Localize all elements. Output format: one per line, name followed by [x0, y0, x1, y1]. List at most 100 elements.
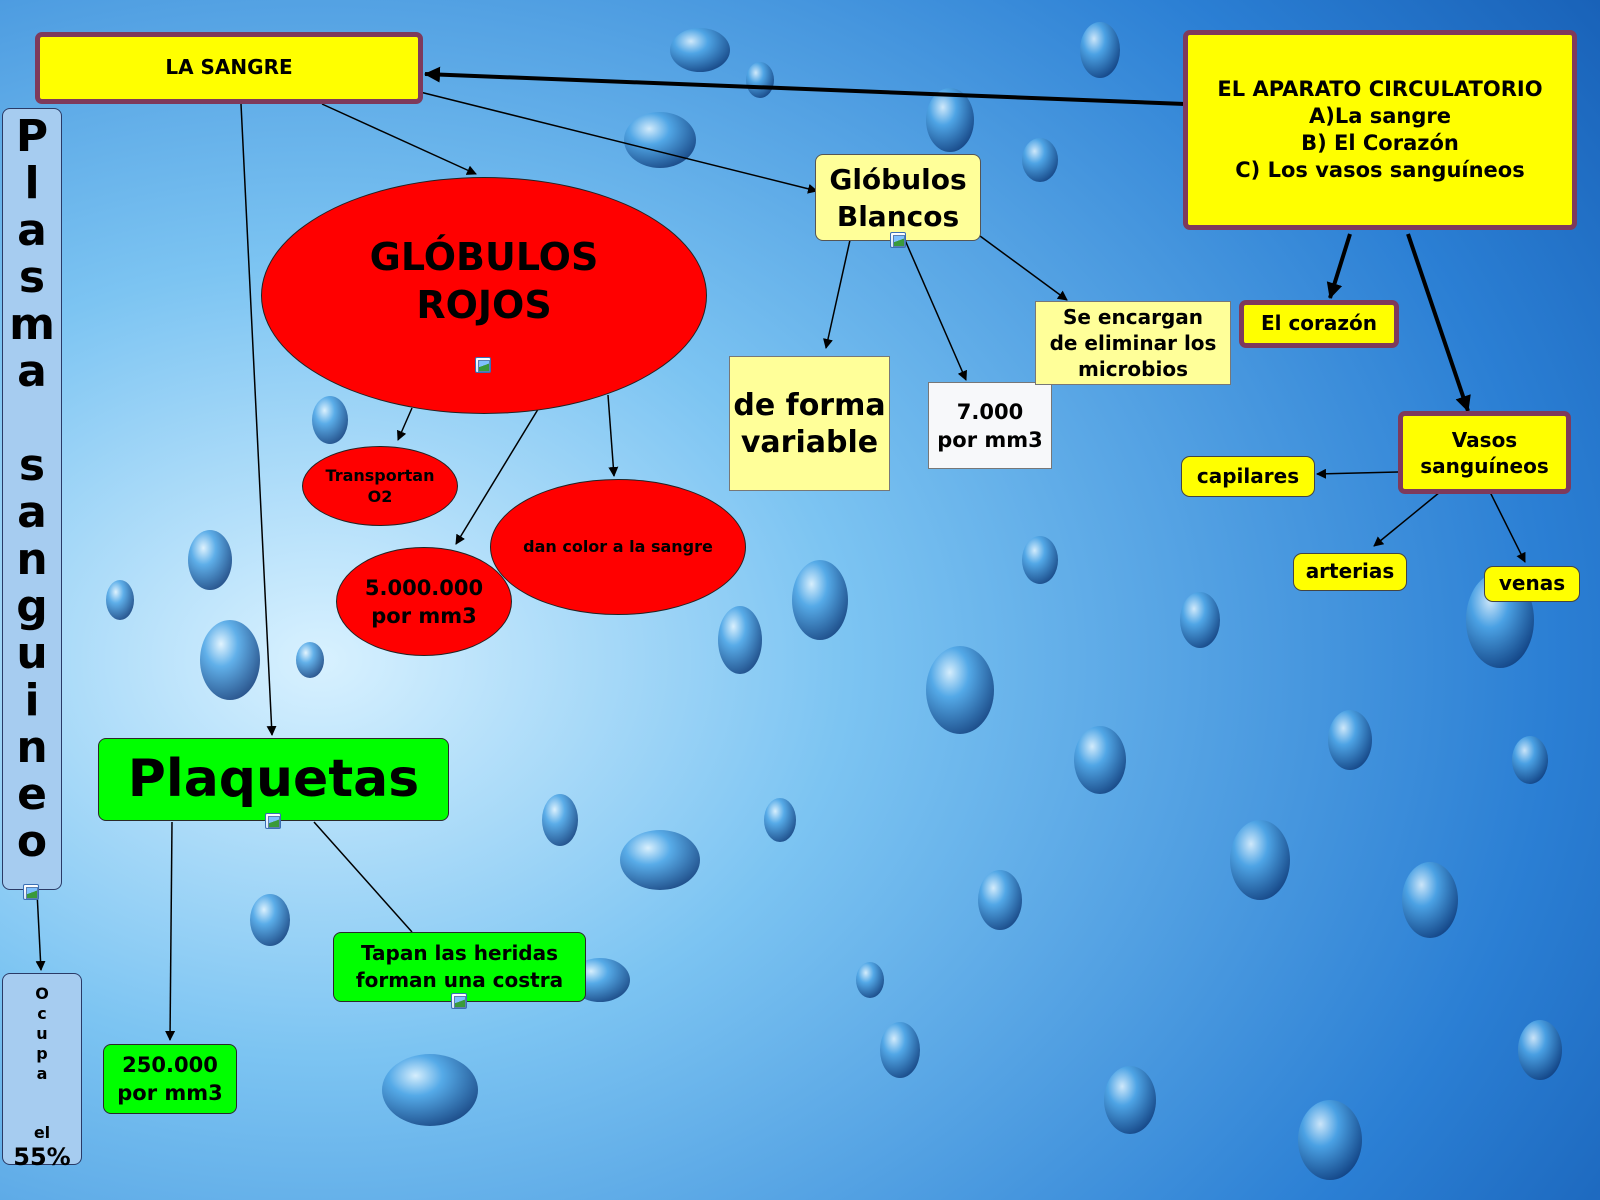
- arrow-plasma-to-ocupa: [35, 891, 46, 971]
- encargan-line-1: Se encargan: [1063, 305, 1203, 329]
- vasos-sanguineos-node[interactable]: Vasos sanguíneos: [1398, 411, 1571, 494]
- ocupa-letter: p: [36, 1044, 48, 1063]
- water-drop: [1022, 138, 1058, 182]
- globulos-rojos-node[interactable]: GLÓBULOS ROJOS: [261, 177, 707, 414]
- plaq-count-line-2: por mm3: [117, 1081, 223, 1105]
- arrow-sangre-to-blancos: [419, 91, 818, 194]
- blancos-count-line-1: 7.000: [956, 399, 1024, 424]
- arrow-vasos-to-capilares: [1316, 468, 1399, 479]
- water-drop: [792, 560, 848, 640]
- plasma-letter: P: [15, 111, 49, 162]
- arrow-plaquetas-to-count: [165, 821, 176, 1041]
- water-drop: [926, 88, 974, 152]
- image-attachment-icon[interactable]: [265, 813, 281, 829]
- water-drop: [620, 830, 700, 890]
- arrow-rojos-to-count: [455, 405, 541, 545]
- transportan-node[interactable]: Transportan O2: [302, 446, 458, 526]
- tapan-line-1: Tapan las heridas: [360, 941, 559, 965]
- image-attachment-icon[interactable]: [890, 232, 906, 248]
- water-drop: [1402, 862, 1458, 938]
- eliminar-microbios-node[interactable]: Se encargan de eliminar los microbios: [1035, 301, 1231, 385]
- arrow-rojos-to-transportan: [397, 407, 413, 441]
- vasos-line-2: sanguíneos: [1420, 453, 1549, 478]
- blancos-count-line-2: por mm3: [937, 427, 1043, 452]
- arrow-circ-to-corazon: [1326, 233, 1352, 299]
- plaquetas-node[interactable]: Plaquetas: [98, 738, 449, 821]
- globulos-rojos-line-2: ROJOS: [416, 282, 552, 327]
- water-drop: [880, 1022, 920, 1078]
- encargan-line-2: de eliminar los: [1049, 331, 1217, 355]
- plasma-letter: i: [24, 675, 40, 726]
- venas-node[interactable]: venas: [1484, 566, 1580, 602]
- arrow-blancos-to-encargan: [979, 235, 1068, 301]
- ocupa-letter: c: [37, 1004, 47, 1023]
- plaquetas-label: Plaquetas: [127, 748, 420, 809]
- arrow-blancos-to-forma: [823, 239, 851, 349]
- plasma-letter: u: [16, 628, 48, 679]
- vasos-line-1: Vasos: [1451, 427, 1518, 452]
- arterias-label: arterias: [1305, 559, 1395, 584]
- forma-variable-node[interactable]: de forma variable: [729, 356, 890, 491]
- la-sangre-node[interactable]: LA SANGRE: [35, 32, 423, 104]
- arrow-sangre-to-plaquetas: [240, 103, 277, 736]
- arrow-vasos-to-venas: [1489, 491, 1526, 563]
- transportan-line-1: Transportan: [325, 466, 435, 485]
- ocupa-letter: a: [36, 1064, 48, 1083]
- water-drop: [542, 794, 578, 846]
- arrow-rojos-to-color: [607, 394, 619, 477]
- water-drop: [1298, 1100, 1362, 1180]
- encargan-line-3: microbios: [1078, 357, 1188, 381]
- plaq-count-line-1: 250.000: [122, 1053, 218, 1077]
- rojos-count-node[interactable]: 5.000.000 por mm3: [336, 547, 512, 656]
- ocupa-el: el: [33, 1123, 51, 1142]
- dan-color-node[interactable]: dan color a la sangre: [490, 479, 746, 615]
- la-sangre-label: LA SANGRE: [165, 55, 293, 80]
- image-attachment-icon[interactable]: [23, 884, 39, 900]
- water-drop: [1230, 820, 1290, 900]
- plasma-letter: n: [16, 722, 48, 773]
- plasma-letter: n: [16, 534, 48, 585]
- aparato-circulatorio-node[interactable]: EL APARATO CIRCULATORIO A)La sangre B) E…: [1183, 30, 1577, 230]
- capilares-node[interactable]: capilares: [1181, 456, 1315, 497]
- ocupa-letter: u: [36, 1024, 48, 1043]
- water-drop: [1518, 1020, 1562, 1080]
- image-attachment-icon[interactable]: [475, 357, 491, 373]
- plasma-letter: s: [18, 252, 46, 303]
- circ-line-1: EL APARATO CIRCULATORIO: [1217, 77, 1543, 101]
- arterias-node[interactable]: arterias: [1293, 553, 1407, 591]
- rojos-count-line-2: por mm3: [371, 603, 477, 628]
- globulos-blancos-line-2: Blancos: [836, 199, 960, 233]
- rojos-count-line-1: 5.000.000: [364, 575, 484, 600]
- plasma-letter: a: [17, 346, 47, 397]
- water-drop: [624, 112, 696, 168]
- water-drop: [764, 798, 796, 842]
- el-corazon-node[interactable]: El corazón: [1239, 300, 1399, 348]
- arrow-circ-to-vasos: [1406, 233, 1471, 412]
- ocupa-letter: [35, 1084, 49, 1104]
- line-plaquetas-to-tapan: [313, 821, 413, 933]
- globulos-blancos-node[interactable]: Glóbulos Blancos: [815, 154, 981, 241]
- arrow-sangre-to-rojos: [321, 103, 477, 175]
- arrow-blancos-to-count: [904, 239, 967, 381]
- tapan-line-2: forman una costra: [355, 968, 564, 992]
- plasma-sanguineo-node[interactable]: P l a s m a s a n g u i n e o: [2, 108, 62, 890]
- image-attachment-icon[interactable]: [451, 993, 467, 1009]
- plasma-letter: s: [18, 440, 46, 491]
- water-drop: [856, 962, 884, 998]
- plaquetas-count-node[interactable]: 250.000 por mm3: [103, 1044, 237, 1114]
- ocupa-letter: [35, 1104, 49, 1124]
- water-drop: [1180, 592, 1220, 648]
- ocupa-percent: 55%: [13, 1142, 71, 1171]
- water-drop: [718, 606, 762, 674]
- tapan-heridas-node[interactable]: Tapan las heridas forman una costra: [333, 932, 586, 1002]
- blancos-count-node[interactable]: 7.000 por mm3: [928, 382, 1052, 469]
- water-drop: [296, 642, 324, 678]
- globulos-blancos-line-1: Glóbulos: [829, 162, 967, 196]
- water-drop: [1328, 710, 1372, 770]
- ocupa-node[interactable]: O c u p a el 55%: [2, 973, 82, 1171]
- capilares-label: capilares: [1196, 463, 1300, 488]
- circ-line-4: C) Los vasos sanguíneos: [1235, 158, 1525, 182]
- water-drop: [1022, 536, 1058, 584]
- el-corazon-label: El corazón: [1260, 311, 1378, 336]
